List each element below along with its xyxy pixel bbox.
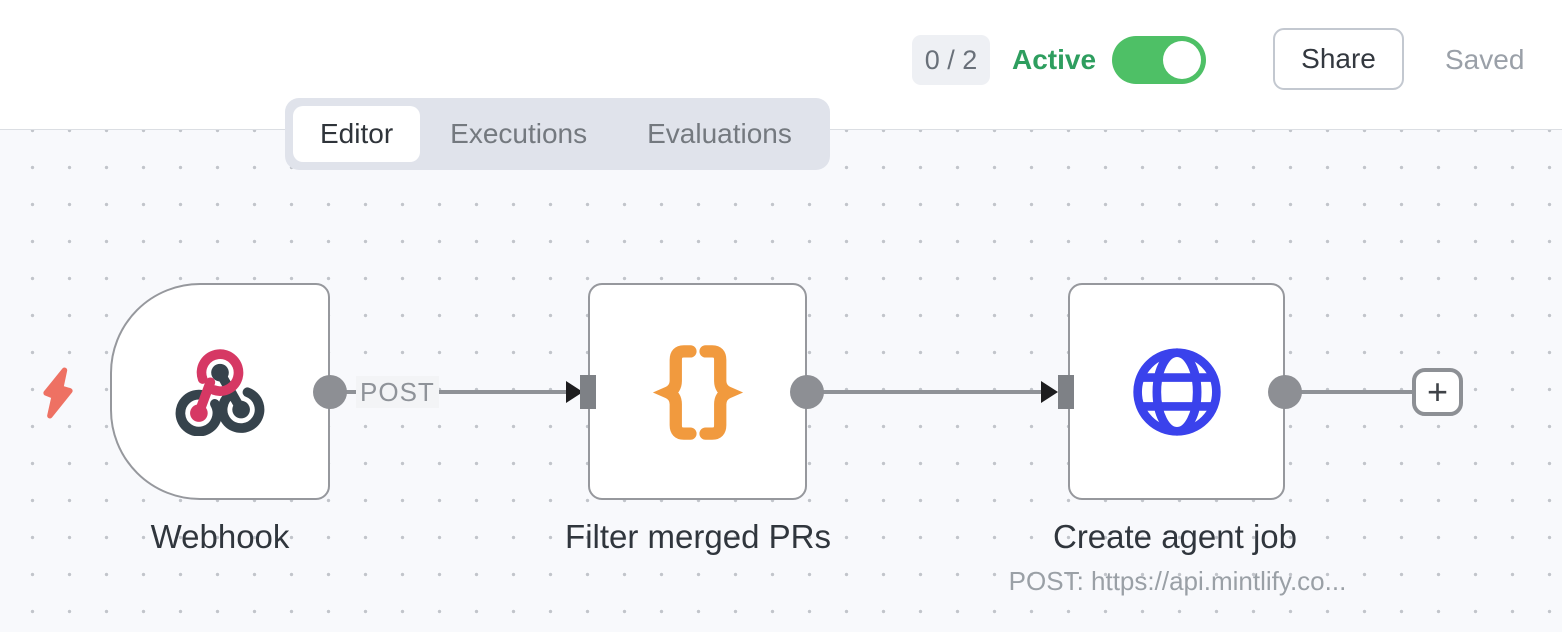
http-input-connector[interactable] [1058, 375, 1074, 409]
node-title-create-agent-job: Create agent job [1052, 518, 1297, 555]
tab-editor[interactable]: Editor [293, 106, 421, 162]
connection-http-add [1298, 390, 1416, 394]
curly-braces-icon [652, 344, 743, 440]
connection-arrow-icon [566, 381, 583, 403]
trigger-lightning-icon [43, 367, 73, 419]
add-node-button[interactable]: + [1412, 368, 1463, 416]
node-subtitle-create-agent-job: POST: https://api.mintlify.co... [1008, 566, 1347, 596]
plus-icon: + [1426, 371, 1449, 412]
node-title-webhook: Webhook [150, 518, 290, 555]
tab-evaluations[interactable]: Evaluations [647, 118, 792, 149]
filter-input-connector[interactable] [580, 375, 596, 409]
share-button-label: Share [1301, 43, 1376, 74]
active-label: Active [1012, 44, 1097, 75]
connection-filter-http [820, 390, 1044, 394]
connection-webhook-filter [430, 390, 568, 394]
connection-webhook-filter [344, 390, 364, 394]
node-create-agent-job[interactable] [1068, 283, 1285, 500]
active-toggle[interactable] [1112, 36, 1206, 84]
webhook-output-connector[interactable] [313, 375, 347, 409]
connection-arrow-icon [1041, 381, 1058, 403]
share-button[interactable]: Share [1273, 28, 1404, 90]
view-tabbar: Editor Executions Evaluations [285, 98, 830, 170]
tab-executions[interactable]: Executions [450, 118, 588, 149]
save-status: Saved [1445, 44, 1525, 75]
http-output-connector[interactable] [1268, 375, 1302, 409]
execution-counter-badge: 0 / 2 [912, 35, 990, 85]
node-title-filter: Filter merged PRs [565, 518, 831, 555]
node-filter-merged-prs[interactable] [588, 283, 807, 500]
filter-output-connector[interactable] [790, 375, 824, 409]
globe-icon [1132, 347, 1221, 436]
webhook-output-label: POST [356, 376, 439, 408]
webhook-icon [175, 348, 265, 436]
toggle-knob-icon [1163, 41, 1201, 79]
node-webhook[interactable] [110, 283, 330, 500]
